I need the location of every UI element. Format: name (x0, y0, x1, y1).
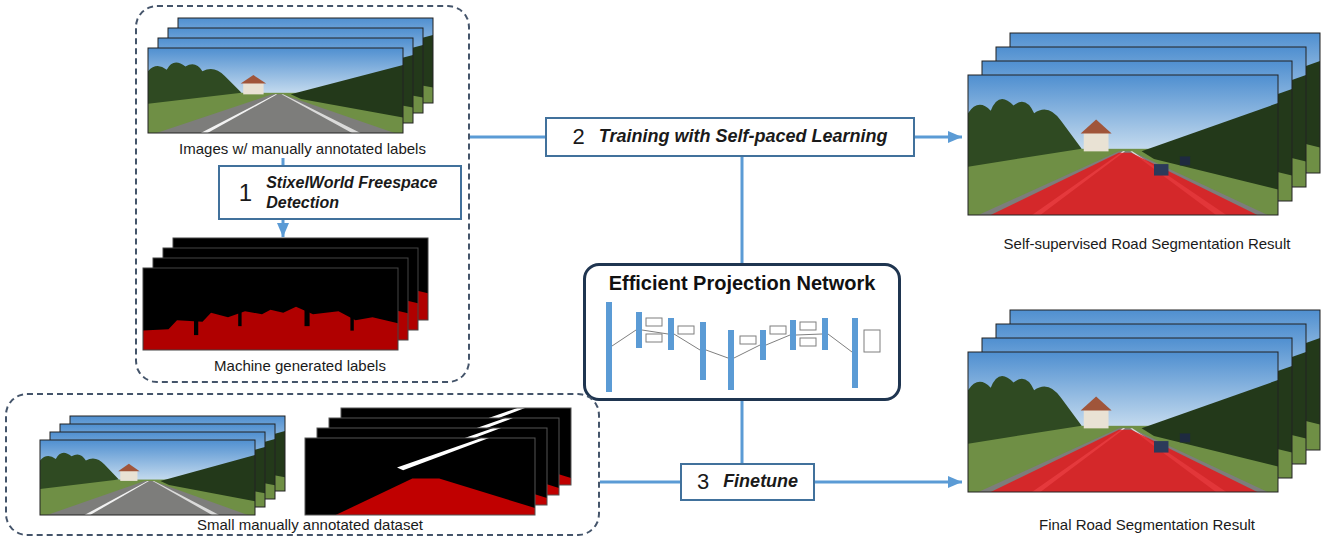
network-figure (606, 302, 880, 392)
image-stack: Final Road Segmentation Result (962, 306, 1332, 534)
image-stack-photos (148, 48, 403, 133)
step-box: 1 StixelWorld Freespace Detection (218, 165, 462, 220)
network-figure (800, 338, 816, 346)
image-caption: Machine generated labels (214, 357, 386, 375)
network-figure (706, 350, 728, 358)
image-stack-self-supervised (968, 75, 1278, 215)
image-stack-small-photos (40, 416, 285, 515)
flow-arrow (741, 157, 744, 263)
network-figure (770, 326, 786, 334)
network-figure (728, 330, 734, 390)
image-stack-final (968, 310, 1320, 492)
image-stack: Self-supervised Road Segmentation Result (962, 28, 1332, 253)
network-figure (678, 326, 694, 334)
image-stack-small-labels (305, 438, 535, 515)
image-stack-machine-labels (143, 238, 428, 350)
image-stack-small-labels (305, 438, 535, 515)
image-stack-photos (148, 18, 433, 133)
network-title: Efficient Projection Network (609, 272, 876, 295)
network-figure (612, 330, 636, 346)
flow-arrow (470, 136, 545, 139)
image-stack-small-labels (305, 408, 571, 515)
network-figure (734, 345, 760, 358)
image-stack-machine-labels (143, 268, 398, 350)
image-stack-small-photos (40, 440, 255, 515)
flow-arrow (815, 481, 962, 484)
network-figure (828, 334, 852, 352)
step-box: 3 Finetune (680, 463, 815, 501)
flow-arrow (282, 158, 285, 165)
step-number: 2 (573, 126, 585, 148)
flow-arrow (915, 136, 962, 139)
image-caption: Small manually annotated dataset (197, 516, 423, 534)
step-number: 3 (697, 471, 709, 493)
network-figure (796, 334, 822, 335)
image-caption: Self-supervised Road Segmentation Result (1004, 235, 1291, 253)
step-label: StixelWorld Freespace Detection (266, 173, 441, 211)
network-figure (790, 320, 796, 350)
network-figure (800, 322, 816, 330)
image-caption: Final Road Segmentation Result (1039, 516, 1255, 534)
network-figure (674, 334, 700, 350)
step-number: 1 (239, 181, 252, 205)
flow-arrow (600, 481, 680, 484)
image-stack: Machine generated labels (140, 237, 460, 375)
network-figure (852, 318, 858, 388)
image-stack-machine-labels (143, 268, 398, 350)
network-figure (822, 318, 828, 350)
network-figure (642, 330, 668, 334)
image-stack-small-photos (40, 440, 255, 515)
image-stack: Images w/ manually annotated labels (145, 12, 460, 158)
image-stack-final (968, 352, 1278, 492)
image-caption: Images w/ manually annotated labels (179, 140, 426, 158)
step-label: Training with Self-paced Learning (599, 126, 888, 148)
flow-arrow (282, 220, 285, 237)
network-figure (766, 335, 790, 345)
network-figure (864, 330, 880, 352)
image-stack-final (968, 352, 1278, 492)
network-figure (700, 322, 706, 380)
image-stack-self-supervised (968, 75, 1278, 215)
image-stack-photos (148, 48, 403, 133)
network-figure (668, 318, 674, 350)
network-figure (646, 318, 662, 326)
network-figure (760, 330, 766, 360)
network-box: Efficient Projection Network (583, 263, 901, 401)
image-stack: Small manually annotated dataset (35, 398, 585, 534)
image-stack-self-supervised (968, 33, 1320, 215)
network-figure (606, 302, 612, 392)
dashed-group: Images w/ manually annotated labels 1 Stix… (135, 5, 470, 383)
dashed-group: Small manually annotated dataset (5, 393, 600, 536)
network-figure (740, 336, 756, 344)
step-label: Finetune (723, 471, 798, 493)
network-figure (636, 312, 642, 348)
network-figure (646, 334, 662, 342)
flow-arrow (741, 401, 744, 463)
step-box: 2 Training with Self-paced Learning (545, 117, 915, 157)
